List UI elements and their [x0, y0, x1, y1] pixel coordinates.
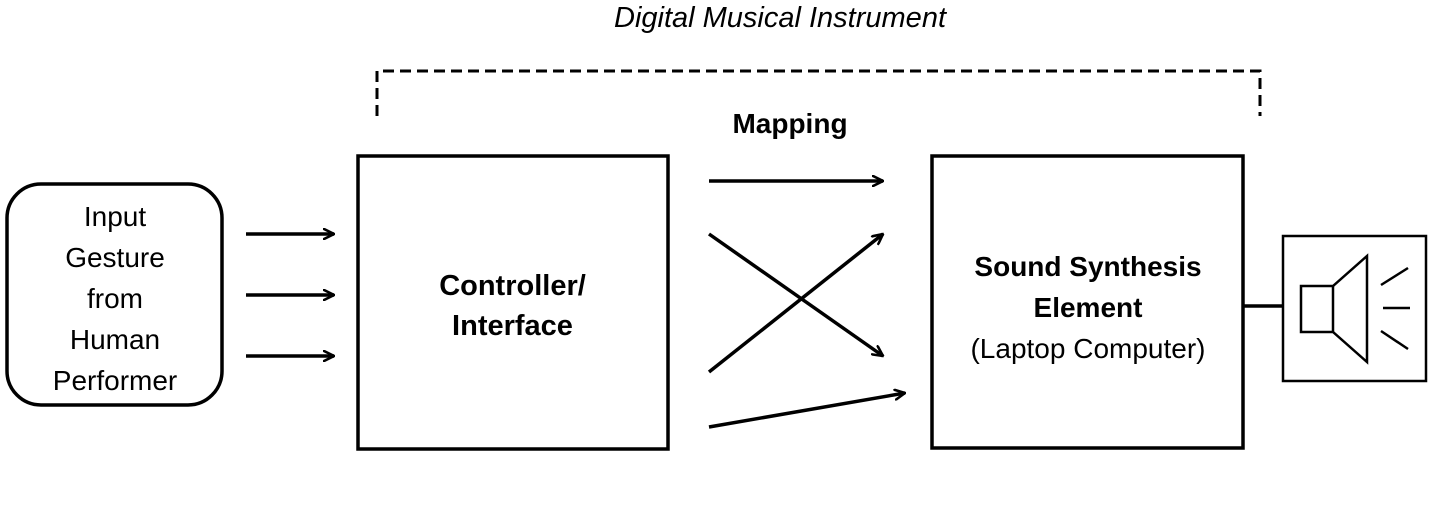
- input-line-1: Input: [83, 201, 147, 232]
- mapping-arrow-slanted: [708, 393, 905, 429]
- instrument-bracket: [375, 69, 1262, 116]
- sound-synthesis-box: [930, 154, 1245, 450]
- input-gesture-box: [5, 182, 224, 407]
- mapping-arrow-cross-up: [707, 234, 883, 374]
- synthesis-subtitle: (Laptop Computer): [970, 333, 1206, 364]
- sound-synthesis-label: Sound Synthesis Element (Laptop Computer…: [933, 246, 1243, 369]
- input-line-5: Performer: [52, 365, 178, 396]
- input-line-2: Gesture: [65, 242, 165, 273]
- input-line-4: Human: [69, 324, 161, 355]
- speaker-icon: [1299, 253, 1410, 365]
- diagram-title: Digital Musical Instrument: [614, 2, 946, 34]
- controller-line-1: Controller/: [439, 270, 586, 302]
- synthesis-title-line-2: Element: [1033, 292, 1143, 323]
- mapping-arrow-cross-down: [707, 232, 883, 356]
- controller-interface-box: [356, 154, 670, 451]
- mapping-label: Mapping: [732, 108, 848, 139]
- controller-interface-label: Controller/ Interface: [360, 266, 665, 346]
- synthesis-title-line-1: Sound Synthesis: [974, 251, 1202, 282]
- input-line-3: from: [87, 283, 143, 314]
- controller-line-2: Interface: [452, 310, 573, 342]
- input-gesture-label: Input Gesture from Human Performer: [10, 196, 220, 401]
